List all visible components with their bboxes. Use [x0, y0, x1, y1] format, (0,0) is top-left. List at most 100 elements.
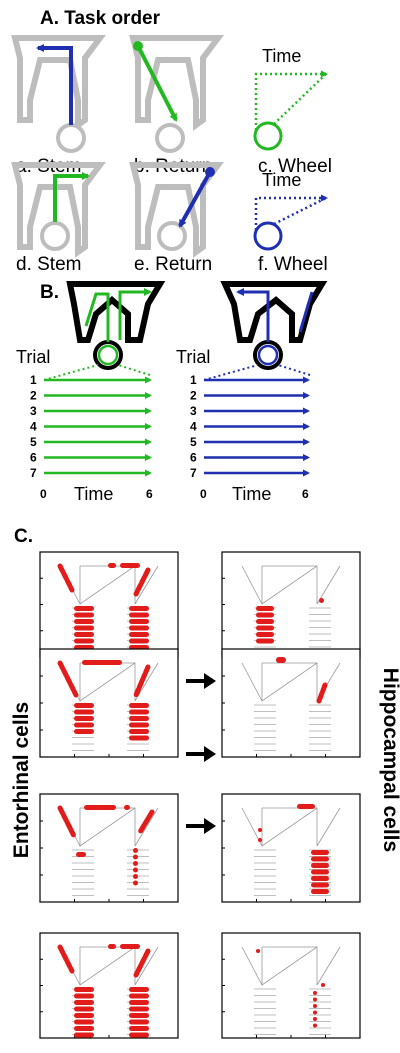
spike-mark: [57, 563, 75, 593]
trial-number: 5: [190, 435, 197, 449]
spike-mark: [313, 1010, 317, 1015]
spike-mark: [129, 729, 149, 734]
spike-mark: [316, 682, 328, 704]
spike-mark: [311, 889, 329, 894]
spike-mark: [129, 993, 149, 999]
spike-mark: [74, 606, 94, 611]
spike-mark: [57, 944, 75, 974]
spike-mark: [129, 735, 149, 741]
spike-mark: [129, 987, 149, 992]
trial-number: 2: [30, 389, 37, 403]
spike-mark: [256, 612, 274, 618]
trial-number: 3: [30, 404, 37, 418]
trial-number: 4: [190, 420, 197, 434]
spike-mark: [276, 657, 286, 663]
spike-mark: [57, 660, 79, 698]
caption-c: c. Wheel: [258, 156, 332, 177]
spike-mark: [74, 632, 94, 637]
spike-mark: [129, 1019, 149, 1025]
cell-plot-8: [221, 932, 361, 1039]
spike-mark: [256, 625, 274, 631]
spike-mark: [313, 991, 317, 995]
spike-mark: [129, 1026, 149, 1031]
spike-mark: [74, 703, 94, 708]
trial-number: 2: [190, 389, 197, 403]
maze-a: [11, 35, 106, 153]
spike-mark: [74, 1013, 94, 1018]
cell-plot-2: [221, 551, 361, 658]
cell-plot-1: [39, 551, 179, 658]
spike-mark: [129, 703, 149, 708]
spike-mark: [311, 882, 329, 888]
panel-a-title: A. Task order: [40, 8, 161, 29]
trial-label-right: Trial: [176, 347, 210, 367]
spike-mark: [74, 1026, 94, 1031]
time-label-f: Time: [262, 170, 301, 190]
spike-mark: [74, 1019, 94, 1025]
cell-plot-6: [221, 793, 361, 903]
spike-mark: [133, 664, 151, 698]
spike-mark: [120, 563, 140, 568]
panel-b-title: B.: [40, 282, 59, 303]
spike-mark: [256, 638, 274, 644]
trial-number: 3: [190, 404, 197, 418]
path-arrow: [36, 44, 73, 125]
trial-number: 5: [30, 435, 37, 449]
spike-mark: [319, 598, 324, 603]
spike-mark: [129, 638, 149, 644]
maze-b: [129, 35, 224, 153]
spike-mark: [297, 804, 315, 809]
trial-number: 4: [30, 420, 37, 434]
spike-mark: [129, 619, 149, 624]
path-arrow: [178, 171, 212, 228]
spike-mark: [256, 632, 274, 637]
spike-mark: [129, 1032, 149, 1038]
time-label-left: Time: [74, 484, 113, 504]
spike-mark: [124, 805, 130, 810]
spike-mark: [74, 987, 94, 992]
trial-number: 1: [190, 373, 197, 387]
path-arrow: [136, 45, 178, 122]
cell-plot-4: [221, 648, 361, 758]
cell-plot-7: [39, 932, 179, 1039]
spike-mark: [313, 1023, 317, 1028]
spike-mark: [74, 619, 94, 624]
spike-mark: [129, 1006, 149, 1012]
spike-mark: [311, 856, 329, 862]
cell-plot-5: [39, 793, 179, 903]
spike-mark: [133, 848, 138, 853]
time-label-right: Time: [232, 484, 271, 504]
spike-mark: [133, 861, 138, 866]
maze-b-blue: [220, 281, 328, 370]
spike-mark: [74, 1000, 94, 1005]
spike-mark: [256, 949, 260, 953]
trial-label-left: Trial: [16, 347, 50, 367]
trial-number: 6: [190, 451, 197, 465]
spike-mark: [74, 993, 94, 999]
trial-number: 6: [30, 451, 37, 465]
spike-mark: [133, 948, 151, 978]
spike-mark: [74, 612, 94, 618]
cell-plot-3: [39, 648, 179, 758]
spike-mark: [313, 997, 317, 1002]
spike-mark: [256, 606, 274, 611]
time-start-right: 0: [200, 487, 207, 501]
entorhinal-label: Entorhinal cells: [10, 702, 33, 858]
trial-number: 1: [30, 373, 37, 387]
time-start-left: 0: [40, 487, 47, 501]
spike-mark: [84, 805, 116, 810]
spike-mark: [129, 606, 149, 611]
spike-mark: [133, 880, 138, 886]
caption-e: e. Return: [134, 254, 212, 275]
spike-mark: [74, 625, 94, 631]
spike-mark: [74, 716, 94, 721]
spike-mark: [256, 619, 274, 624]
spike-mark: [133, 874, 138, 879]
time-end-left: 6: [146, 487, 153, 501]
spike-mark: [133, 567, 151, 597]
spike-mark: [258, 828, 262, 832]
spike-mark: [74, 1032, 94, 1038]
spike-mark: [120, 944, 140, 949]
spike-mark: [133, 867, 138, 873]
